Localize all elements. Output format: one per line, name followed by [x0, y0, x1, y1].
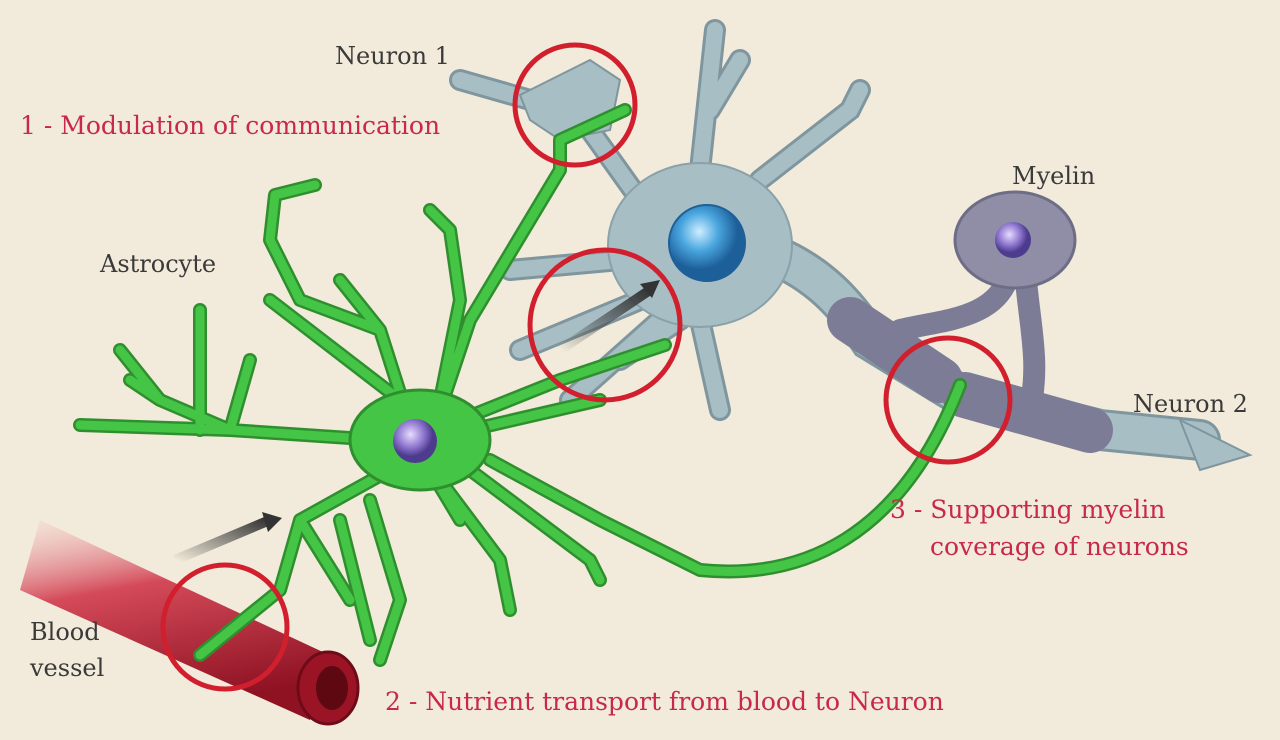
highlight-ring-synapse — [527, 247, 683, 403]
function-2-nutrient: 2 - Nutrient transport from blood to Neu… — [385, 687, 944, 716]
highlight-ring-modulation — [512, 42, 638, 168]
myelin-nucleus — [995, 222, 1031, 258]
label-vessel: vessel — [29, 654, 104, 682]
myelin-cell — [889, 190, 1077, 421]
arrow-icon — [173, 515, 272, 565]
arrow-icon — [557, 285, 653, 355]
function-1-modulation: 1 - Modulation of communication — [20, 111, 440, 140]
function-3-line2: coverage of neurons — [930, 532, 1189, 561]
label-astrocyte: Astrocyte — [99, 250, 216, 278]
blood-vessel — [20, 520, 360, 726]
astrocyte — [73, 103, 967, 667]
highlight-ring-blood-vessel — [160, 562, 290, 692]
function-3-line1: 3 - Supporting myelin — [890, 495, 1165, 524]
label-myelin: Myelin — [1012, 162, 1095, 190]
highlight-ring-myelin — [883, 335, 1013, 465]
astrocyte-nucleus — [393, 419, 437, 463]
neuron-1-nucleus — [668, 204, 746, 282]
label-neuron-2: Neuron 2 — [1133, 390, 1248, 418]
label-blood: Blood — [30, 618, 100, 646]
label-neuron-1: Neuron 1 — [335, 42, 450, 70]
